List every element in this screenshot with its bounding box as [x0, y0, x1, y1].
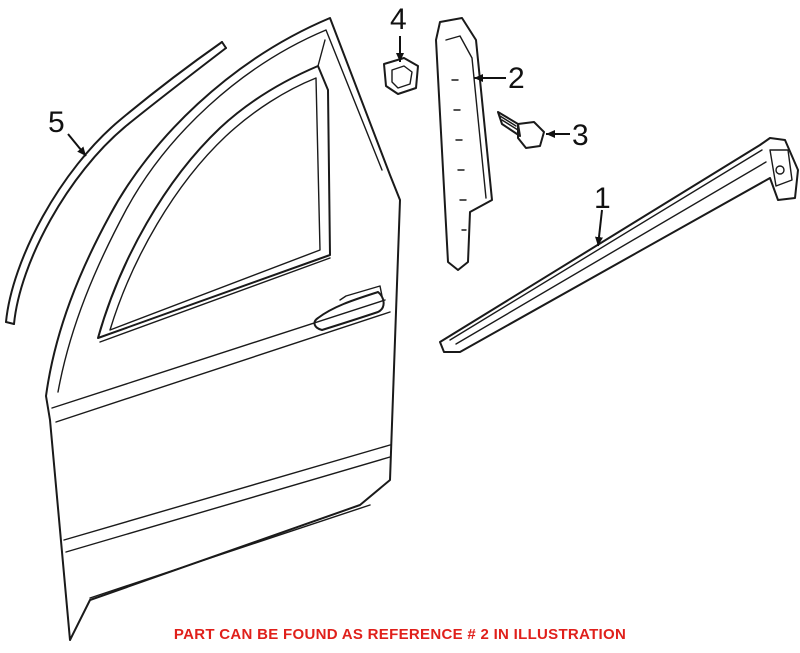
screw-part-3[interactable] — [497, 111, 545, 149]
leader-1 — [595, 209, 603, 247]
clip-part-4[interactable] — [383, 57, 419, 95]
frame-molding-part-5[interactable] — [5, 41, 227, 325]
callout-1: 1 — [594, 182, 611, 215]
belt-molding-part-1[interactable] — [439, 137, 799, 353]
callout-4: 4 — [390, 3, 407, 36]
reference-notice: PART CAN BE FOUND AS REFERENCE # 2 IN IL… — [173, 626, 627, 643]
pillar-trim-part-2[interactable] — [435, 17, 493, 271]
front-door-shell — [45, 17, 401, 641]
callout-2: 2 — [508, 62, 525, 95]
leader-5 — [67, 133, 87, 157]
callout-3: 3 — [572, 119, 589, 152]
callout-5: 5 — [48, 106, 65, 139]
